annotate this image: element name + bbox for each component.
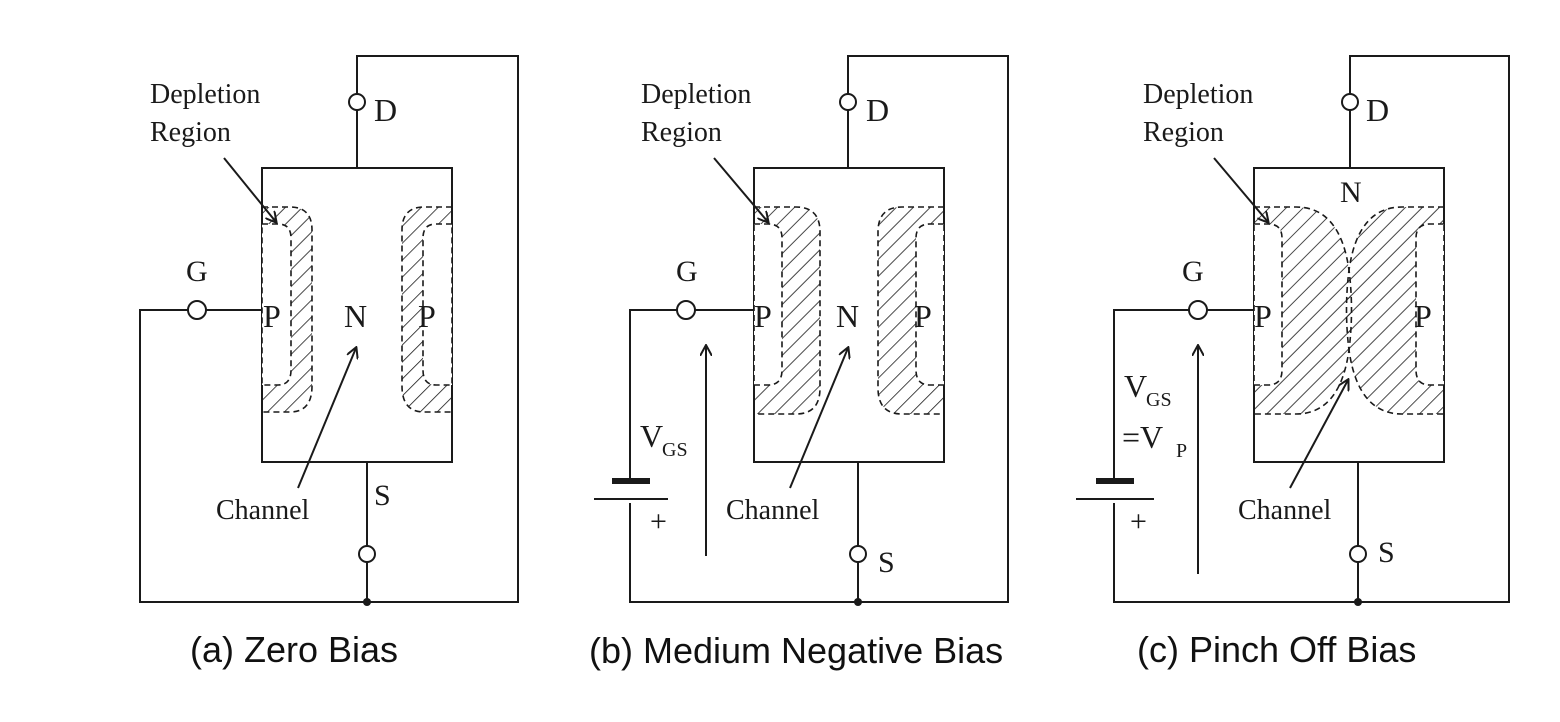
top-n-label: N [1340, 176, 1362, 209]
drain-terminal [1341, 93, 1359, 111]
ground-junction-dot [1354, 598, 1362, 606]
drain-terminal [839, 93, 857, 111]
vgs-label: V [1124, 368, 1147, 404]
left-p-region [261, 223, 292, 386]
right-p-label: P [1414, 298, 1432, 334]
gate-terminal [676, 300, 696, 320]
panel-pinch-off-bias: + Depletion Region D N G P P Channel S V… [1076, 55, 1510, 670]
right-p-label: P [914, 298, 932, 334]
caption-medium-negative-bias: (b) Medium Negative Bias [589, 630, 1003, 671]
battery-plus-sign: + [650, 505, 667, 538]
right-p-label: P [418, 298, 436, 334]
gate-return-wire [629, 309, 686, 481]
vp-label: =V [1122, 419, 1163, 455]
battery-plus-sign: + [1130, 505, 1147, 538]
source-label: S [374, 479, 391, 512]
gate-label: G [1182, 255, 1204, 288]
depletion-label-line1: Depletion [150, 79, 260, 110]
ground-junction-dot [363, 598, 371, 606]
depletion-arrow [713, 157, 768, 222]
depletion-label-line2: Region [150, 117, 231, 148]
left-p-label: P [754, 298, 772, 334]
gate-terminal [1188, 300, 1208, 320]
drain-return-wire [139, 55, 519, 603]
depletion-arrow [223, 157, 276, 222]
ground-junction-dot [854, 598, 862, 606]
channel-arrow [789, 348, 848, 489]
channel-arrow [1289, 380, 1348, 489]
gate-terminal [187, 300, 207, 320]
depletion-label-line2: Region [1143, 117, 1224, 148]
gate-return-wire [1113, 309, 1198, 481]
left-p-region [1253, 223, 1283, 386]
vgs-subscript: GS [1146, 389, 1172, 411]
depletion-arrow [1213, 157, 1268, 222]
source-terminal [358, 545, 376, 563]
caption-pinch-off-bias: (c) Pinch Off Bias [1137, 629, 1416, 670]
channel-n-label: N [836, 298, 859, 334]
channel-label: Channel [1238, 495, 1332, 526]
depletion-label-line1: Depletion [1143, 79, 1253, 110]
drain-label: D [374, 92, 397, 128]
drain-return-wire [1113, 55, 1510, 603]
vp-subscript: P [1176, 440, 1187, 462]
gate-label: G [186, 255, 208, 288]
panel-zero-bias: Depletion Region D G P P N Channel S (a)… [139, 55, 519, 670]
channel-arrow [297, 348, 356, 489]
drain-return-wire [629, 55, 1009, 603]
vgs-subscript: GS [662, 439, 688, 461]
left-p-label: P [1254, 298, 1272, 334]
left-p-region [753, 223, 783, 386]
channel-label: Channel [216, 495, 310, 526]
depletion-label-line2: Region [641, 117, 722, 148]
source-terminal [849, 545, 867, 563]
depletion-label-line1: Depletion [641, 79, 751, 110]
source-label: S [878, 546, 895, 579]
channel-n-label: N [344, 298, 367, 334]
drain-label: D [866, 92, 889, 128]
source-label: S [1378, 536, 1395, 569]
source-terminal [1349, 545, 1367, 563]
right-p-region [915, 223, 945, 386]
right-p-region [422, 223, 453, 386]
right-p-region [1415, 223, 1445, 386]
caption-zero-bias: (a) Zero Bias [190, 629, 398, 670]
channel-label: Channel [726, 495, 820, 526]
gate-label: G [676, 255, 698, 288]
drain-terminal [348, 93, 366, 111]
drain-label: D [1366, 92, 1389, 128]
vgs-label: V [640, 418, 663, 454]
panel-medium-negative-bias: + Depletion Region D G P P N Channel S V… [589, 55, 1009, 671]
left-p-label: P [263, 298, 281, 334]
